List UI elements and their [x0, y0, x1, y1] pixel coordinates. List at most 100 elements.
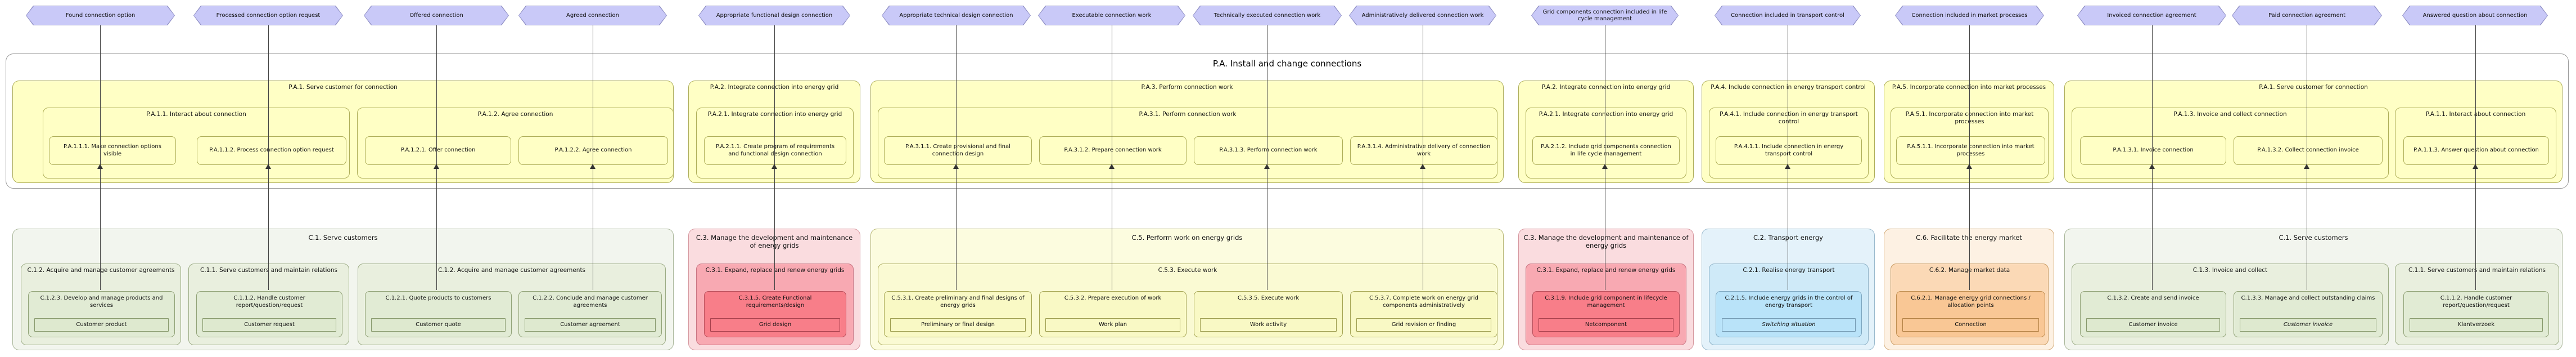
process-subgroup-p-a-2-1-integrate-connection[interactable]: P.A.2.1. Integrate connection into energ… — [696, 108, 854, 179]
capability-leaf-c-3-1-5-create-functional[interactable]: C.3.1.5. Create Functional requirements/… — [704, 291, 846, 337]
process-leaf-p-a-2-1-2-include[interactable]: P.A.2.1.2. Include grid components conne… — [1532, 136, 1680, 165]
object-klantverzoek[interactable]: Klantverzoek — [2410, 318, 2543, 332]
event-shape-fill: Appropriate technical design connection — [882, 6, 1030, 25]
arrowhead-up-icon — [2304, 164, 2309, 169]
process-leaf-p-a-4-1-1-include[interactable]: P.A.4.1.1. Include connection in energy … — [1716, 136, 1862, 165]
event-found-connection-option[interactable]: Found connection option — [26, 6, 175, 25]
capability-leaf-c-1-1-2-handle-customer[interactable]: C.1.1.2. Handle customer report/question… — [196, 291, 342, 337]
process-leaf-p-a-5-1-1-incorporate[interactable]: P.A.5.1.1. Incorporate connection into m… — [1896, 136, 2045, 165]
object-work-plan[interactable]: Work plan — [1045, 318, 1180, 332]
arrowhead-up-icon — [590, 164, 595, 169]
capability-leaf-label: C.5.3.7. Complete work on energy grid co… — [1369, 295, 1478, 309]
event-grid-components-connection-included-in-life[interactable]: Grid components connection included in l… — [1531, 6, 1679, 25]
process-leaf-label: P.A.1.1.1. Make connection options visib… — [64, 144, 161, 157]
arrowhead-up-icon — [772, 164, 777, 169]
event-paid-connection-agreement[interactable]: Paid connection agreement — [2232, 6, 2382, 25]
event-processed-connection-option-request[interactable]: Processed connection option request — [193, 6, 343, 25]
object-netcomponent[interactable]: Netcomponent — [1539, 318, 1673, 332]
event-appropriate-functional-design-connection[interactable]: Appropriate functional design connection — [698, 6, 850, 25]
event-executable-connection-work[interactable]: Executable connection work — [1038, 6, 1185, 25]
capability-leaf-c-5-3-7-complete-work[interactable]: C.5.3.7. Complete work on energy grid co… — [1350, 291, 1497, 337]
capability-leaf-c-1-1-2-handle-customer[interactable]: C.1.1.2. Handle customer report/question… — [2403, 291, 2549, 337]
event-shape-fill: Executable connection work — [1039, 6, 1185, 25]
capability-subgroup-c-1-2-acquire-and-manage[interactable]: C.1.2. Acquire and manage customer agree… — [358, 264, 666, 345]
process-leaf-p-a-1-1-3-answer[interactable]: P.A.1.1.3. Answer question about connect… — [2403, 136, 2549, 165]
capability-subgroup-c-3-1-expand-replace-and[interactable]: C.3.1. Expand, replace and renew energy … — [696, 264, 854, 345]
capability-leaf-c-1-2-2-conclude-and[interactable]: C.1.2.2. Conclude and manage customer ag… — [518, 291, 662, 337]
object-customer-invoice[interactable]: Customer invoice — [2240, 318, 2376, 332]
object-customer-quote[interactable]: Customer quote — [371, 318, 506, 332]
process-leaf-p-a-3-1-2-prepare[interactable]: P.A.3.1.2. Prepare connection work — [1039, 136, 1187, 165]
process-subgroup-p-a-2-1-integrate-connection[interactable]: P.A.2.1. Integrate connection into energ… — [1526, 108, 1686, 179]
process-leaf-p-a-1-2-1-offer[interactable]: P.A.1.2.1. Offer connection — [365, 136, 511, 165]
object-customer-agreement[interactable]: Customer agreement — [525, 318, 656, 332]
capability-subgroup-title: C.5.3. Execute work — [1158, 267, 1217, 274]
capability-leaf-c-3-1-9-include-grid[interactable]: C.3.1.9. Include grid component in lifec… — [1532, 291, 1680, 337]
event-answered-question-about-connection[interactable]: Answered question about connection — [2402, 6, 2548, 25]
object-preliminary-or-final-design[interactable]: Preliminary or final design — [890, 318, 1026, 332]
arrowhead-up-icon — [434, 164, 439, 169]
capability-subgroup-c-1-2-acquire-and-manage[interactable]: C.1.2. Acquire and manage customer agree… — [21, 264, 181, 345]
capability-subgroup-c-1-1-serve-customers-and[interactable]: C.1.1. Serve customers and maintain rela… — [188, 264, 349, 345]
object-customer-product[interactable]: Customer product — [34, 318, 169, 332]
relation-line — [774, 25, 775, 290]
capability-leaf-c-2-1-5-include-energy[interactable]: C.2.1.5. Include energy grids in the con… — [1716, 291, 1862, 337]
capability-leaf-c-1-2-3-develop-and[interactable]: C.1.2.3. Develop and manage products and… — [28, 291, 175, 337]
object-work-activity[interactable]: Work activity — [1200, 318, 1337, 332]
object-connection[interactable]: Connection — [1902, 318, 2039, 332]
process-leaf-p-a-1-2-2-agree[interactable]: P.A.1.2.2. Agree connection — [518, 136, 668, 165]
process-leaf-p-a-3-1-1-create[interactable]: P.A.3.1.1. Create provisional and final … — [884, 136, 1032, 165]
object-customer-request[interactable]: Customer request — [202, 318, 336, 332]
process-leaf-p-a-1-1-2-process[interactable]: P.A.1.1.2. Process connection option req… — [197, 136, 346, 165]
process-leaf-p-a-1-3-2-collect[interactable]: P.A.1.3.2. Collect connection invoice — [2234, 136, 2383, 165]
event-label: Paid connection agreement — [2268, 12, 2346, 19]
event-label: Grid components connection included in l… — [1542, 8, 1667, 22]
process-leaf-p-a-3-1-3-perform[interactable]: P.A.3.1.3. Perform connection work — [1194, 136, 1343, 165]
event-connection-included-in-market-processes[interactable]: Connection included in market processes — [1895, 6, 2044, 25]
capability-group-c-3-manage-the-development-and[interactable]: C.3. Manage the development and maintena… — [1518, 229, 1694, 350]
object-grid-design[interactable]: Grid design — [710, 318, 840, 332]
capability-subgroup-c-3-1-expand-replace-and[interactable]: C.3.1. Expand, replace and renew energy … — [1526, 264, 1686, 345]
event-connection-included-in-transport-control[interactable]: Connection included in transport control — [1715, 6, 1861, 25]
event-appropriate-technical-design-connection[interactable]: Appropriate technical design connection — [882, 6, 1031, 25]
process-leaf-label: P.A.1.3.2. Collect connection invoice — [2257, 147, 2359, 154]
capability-subgroup-c-1-1-serve-customers-and[interactable]: C.1.1. Serve customers and maintain rela… — [2395, 264, 2559, 345]
event-technically-executed-connection-work[interactable]: Technically executed connection work — [1193, 6, 1342, 25]
capability-leaf-c-5-3-1-create-preliminary[interactable]: C.5.3.1. Create preliminary and final de… — [884, 291, 1032, 337]
object-grid-revision-or-finding[interactable]: Grid revision or finding — [1356, 318, 1491, 332]
process-leaf-p-a-3-1-4-administrative[interactable]: P.A.3.1.4. Administrative delivery of co… — [1350, 136, 1497, 165]
process-leaf-p-a-2-1-1-create[interactable]: P.A.2.1.1. Create program of requirement… — [704, 136, 846, 165]
process-leaf-p-a-1-1-1-make[interactable]: P.A.1.1.1. Make connection options visib… — [49, 136, 176, 165]
capability-leaf-c-1-3-3-manage-and[interactable]: C.1.3.3. Manage and collect outstanding … — [2234, 291, 2383, 337]
capability-group-c-3-manage-the-development-and[interactable]: C.3. Manage the development and maintena… — [688, 229, 860, 350]
event-agreed-connection[interactable]: Agreed connection — [518, 6, 667, 25]
diagram-title: P.A. Install and change connections — [1212, 59, 1362, 69]
event-offered-connection[interactable]: Offered connection — [364, 6, 509, 25]
object-customer-invoice[interactable]: Customer invoice — [2086, 318, 2220, 332]
event-administratively-delivered-connection-work[interactable]: Administratively delivered connection wo… — [1349, 6, 1496, 25]
object-switching-situation[interactable]: Switching situation — [1722, 318, 1856, 332]
capability-leaf-c-6-2-1-manage-energy[interactable]: C.6.2.1. Manage energy grid connections … — [1896, 291, 2045, 337]
process-leaf-p-a-1-3-1-invoice[interactable]: P.A.1.3.1. Invoice connection — [2080, 136, 2226, 165]
event-invoiced-connection-agreement[interactable]: Invoiced connection agreement — [2077, 6, 2226, 25]
